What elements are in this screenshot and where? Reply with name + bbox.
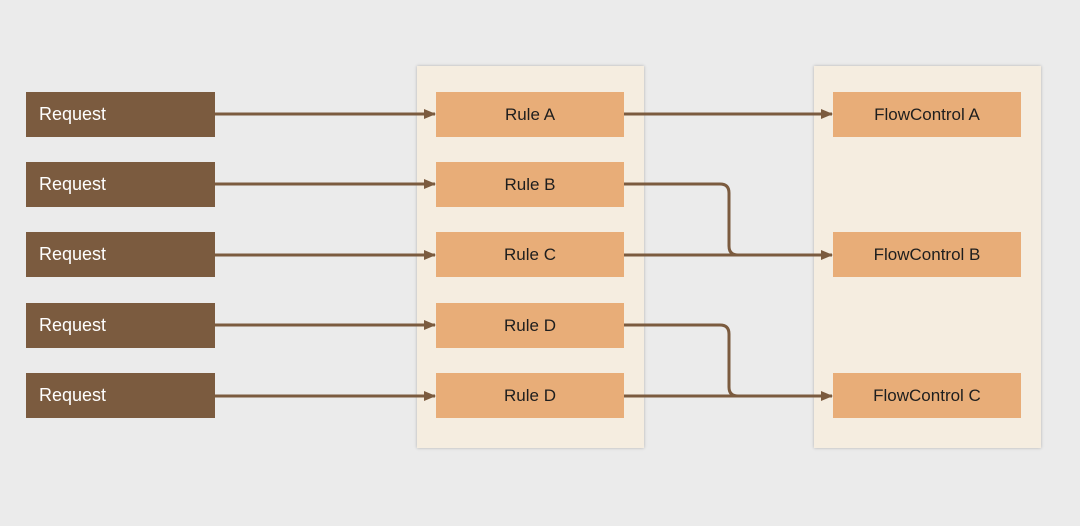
request-2: Request — [26, 162, 215, 207]
request-3: Request — [26, 232, 215, 277]
connector-rule-4-flow-control-3 — [624, 323, 739, 398]
rule-5: Rule D — [436, 373, 624, 418]
rule-3: Rule C — [436, 232, 624, 277]
flow-control-3: FlowControl C — [833, 373, 1021, 418]
request-4: Request — [26, 303, 215, 348]
flow-control-2: FlowControl B — [833, 232, 1021, 277]
connector-rule-2-flow-control-2 — [624, 182, 739, 257]
flow-control-1: FlowControl A — [833, 92, 1021, 137]
rule-4: Rule D — [436, 303, 624, 348]
rule-2: Rule B — [436, 162, 624, 207]
request-1: Request — [26, 92, 215, 137]
request-5: Request — [26, 373, 215, 418]
rule-1: Rule A — [436, 92, 624, 137]
